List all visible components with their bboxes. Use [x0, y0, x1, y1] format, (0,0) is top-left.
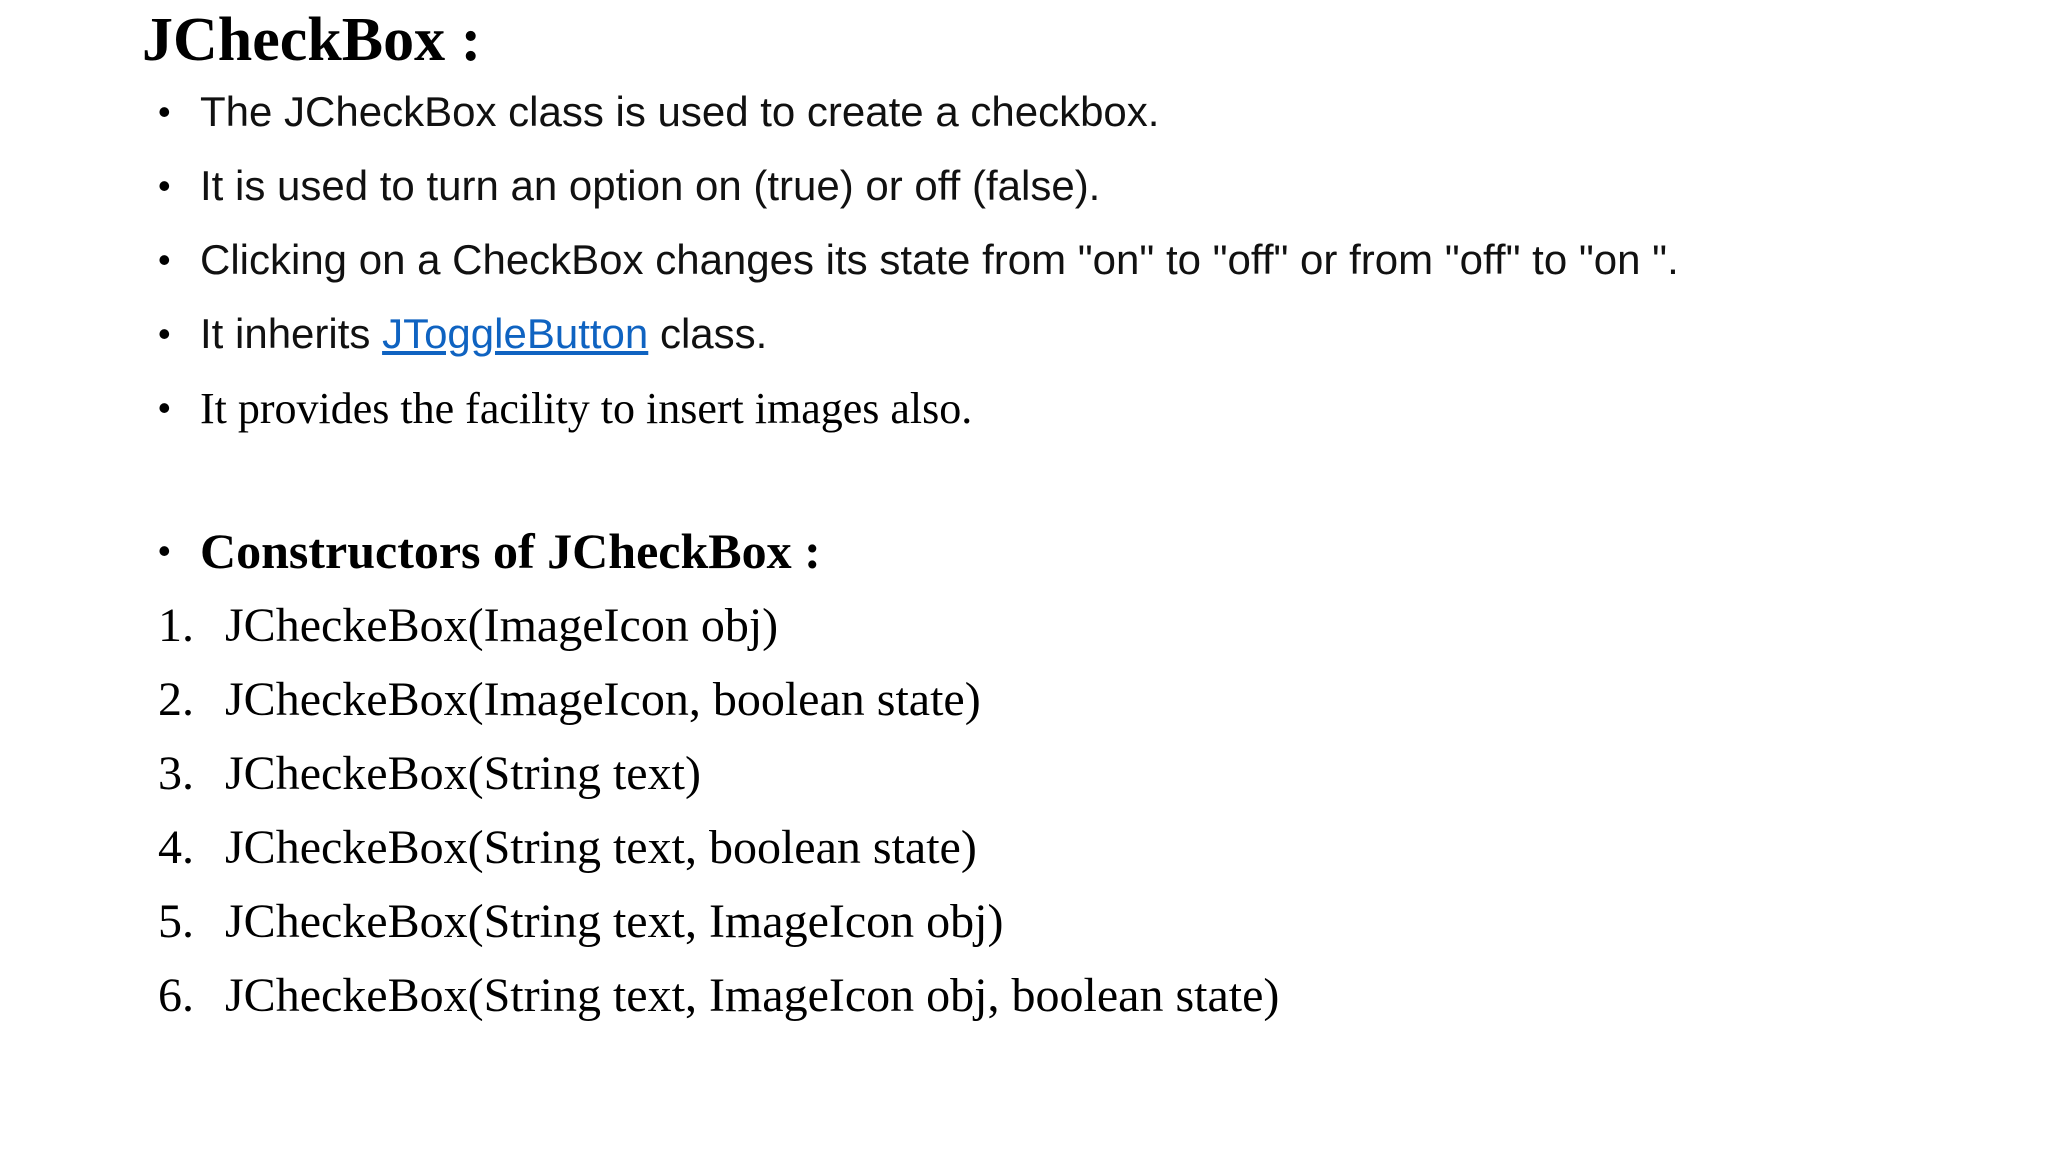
constructor-item-6: 6. JCheckeBox(String text, ImageIcon obj… [158, 958, 1279, 1032]
bullet-item-5: • It provides the facility to insert ima… [0, 371, 2048, 445]
constructor-signature: JCheckeBox(ImageIcon obj) [225, 598, 779, 652]
bullet-marker: • [158, 530, 171, 571]
bullet-marker: • [158, 165, 171, 206]
constructors-heading-row: • Constructors of JCheckBox : [0, 514, 2048, 588]
constructor-signature: JCheckeBox(String text, boolean state) [225, 820, 977, 874]
bullet-marker: • [158, 313, 171, 354]
bullet-text-prefix: It inherits [200, 310, 383, 357]
constructor-item-5: 5. JCheckeBox(String text, ImageIcon obj… [158, 884, 1279, 958]
bullet-text: It is used to turn an option on (true) o… [200, 162, 1101, 209]
bullet-text: The JCheckBox class is used to create a … [200, 88, 1160, 135]
list-number: 4. [158, 820, 194, 874]
list-number: 6. [158, 968, 194, 1022]
constructor-list: 1. JCheckeBox(ImageIcon obj) 2. JCheckeB… [158, 588, 1279, 1032]
bullet-item-1: • The JCheckBox class is used to create … [0, 75, 2048, 149]
constructor-signature: JCheckeBox(String text) [225, 746, 701, 800]
bullet-item-4: • It inherits JToggleButton class. [0, 297, 2048, 371]
bullet-text: It inherits JToggleButton class. [200, 310, 767, 358]
bullet-item-3: • Clicking on a CheckBox changes its sta… [0, 223, 2048, 297]
constructor-item-4: 4. JCheckeBox(String text, boolean state… [158, 810, 1279, 884]
bullet-text: Clicking on a CheckBox changes its state… [200, 236, 1679, 283]
constructor-signature: JCheckeBox(String text, ImageIcon obj, b… [225, 968, 1280, 1022]
constructor-signature: JCheckeBox(String text, ImageIcon obj) [225, 894, 1004, 948]
bullet-item-2: • It is used to turn an option on (true)… [0, 149, 2048, 223]
bullet-marker: • [158, 91, 171, 132]
constructor-signature: JCheckeBox(ImageIcon, boolean state) [225, 672, 981, 726]
bullet-text-suffix: class. [648, 310, 768, 357]
constructor-item-1: 1. JCheckeBox(ImageIcon obj) [158, 588, 1279, 662]
jtogglebutton-link[interactable]: JToggleButton [382, 310, 649, 357]
bullet-marker: • [158, 239, 171, 280]
list-number: 1. [158, 598, 194, 652]
constructor-item-3: 3. JCheckeBox(String text) [158, 736, 1279, 810]
list-number: 3. [158, 746, 194, 800]
bullet-text: It provides the facility to insert image… [200, 383, 973, 433]
intro-bullet-list: • The JCheckBox class is used to create … [0, 75, 2048, 445]
constructor-item-2: 2. JCheckeBox(ImageIcon, boolean state) [158, 662, 1279, 736]
page-title: JCheckBox : [142, 6, 482, 74]
bullet-marker: • [158, 387, 171, 428]
list-number: 5. [158, 894, 194, 948]
list-number: 2. [158, 672, 194, 726]
constructors-heading: Constructors of JCheckBox : [200, 523, 821, 579]
